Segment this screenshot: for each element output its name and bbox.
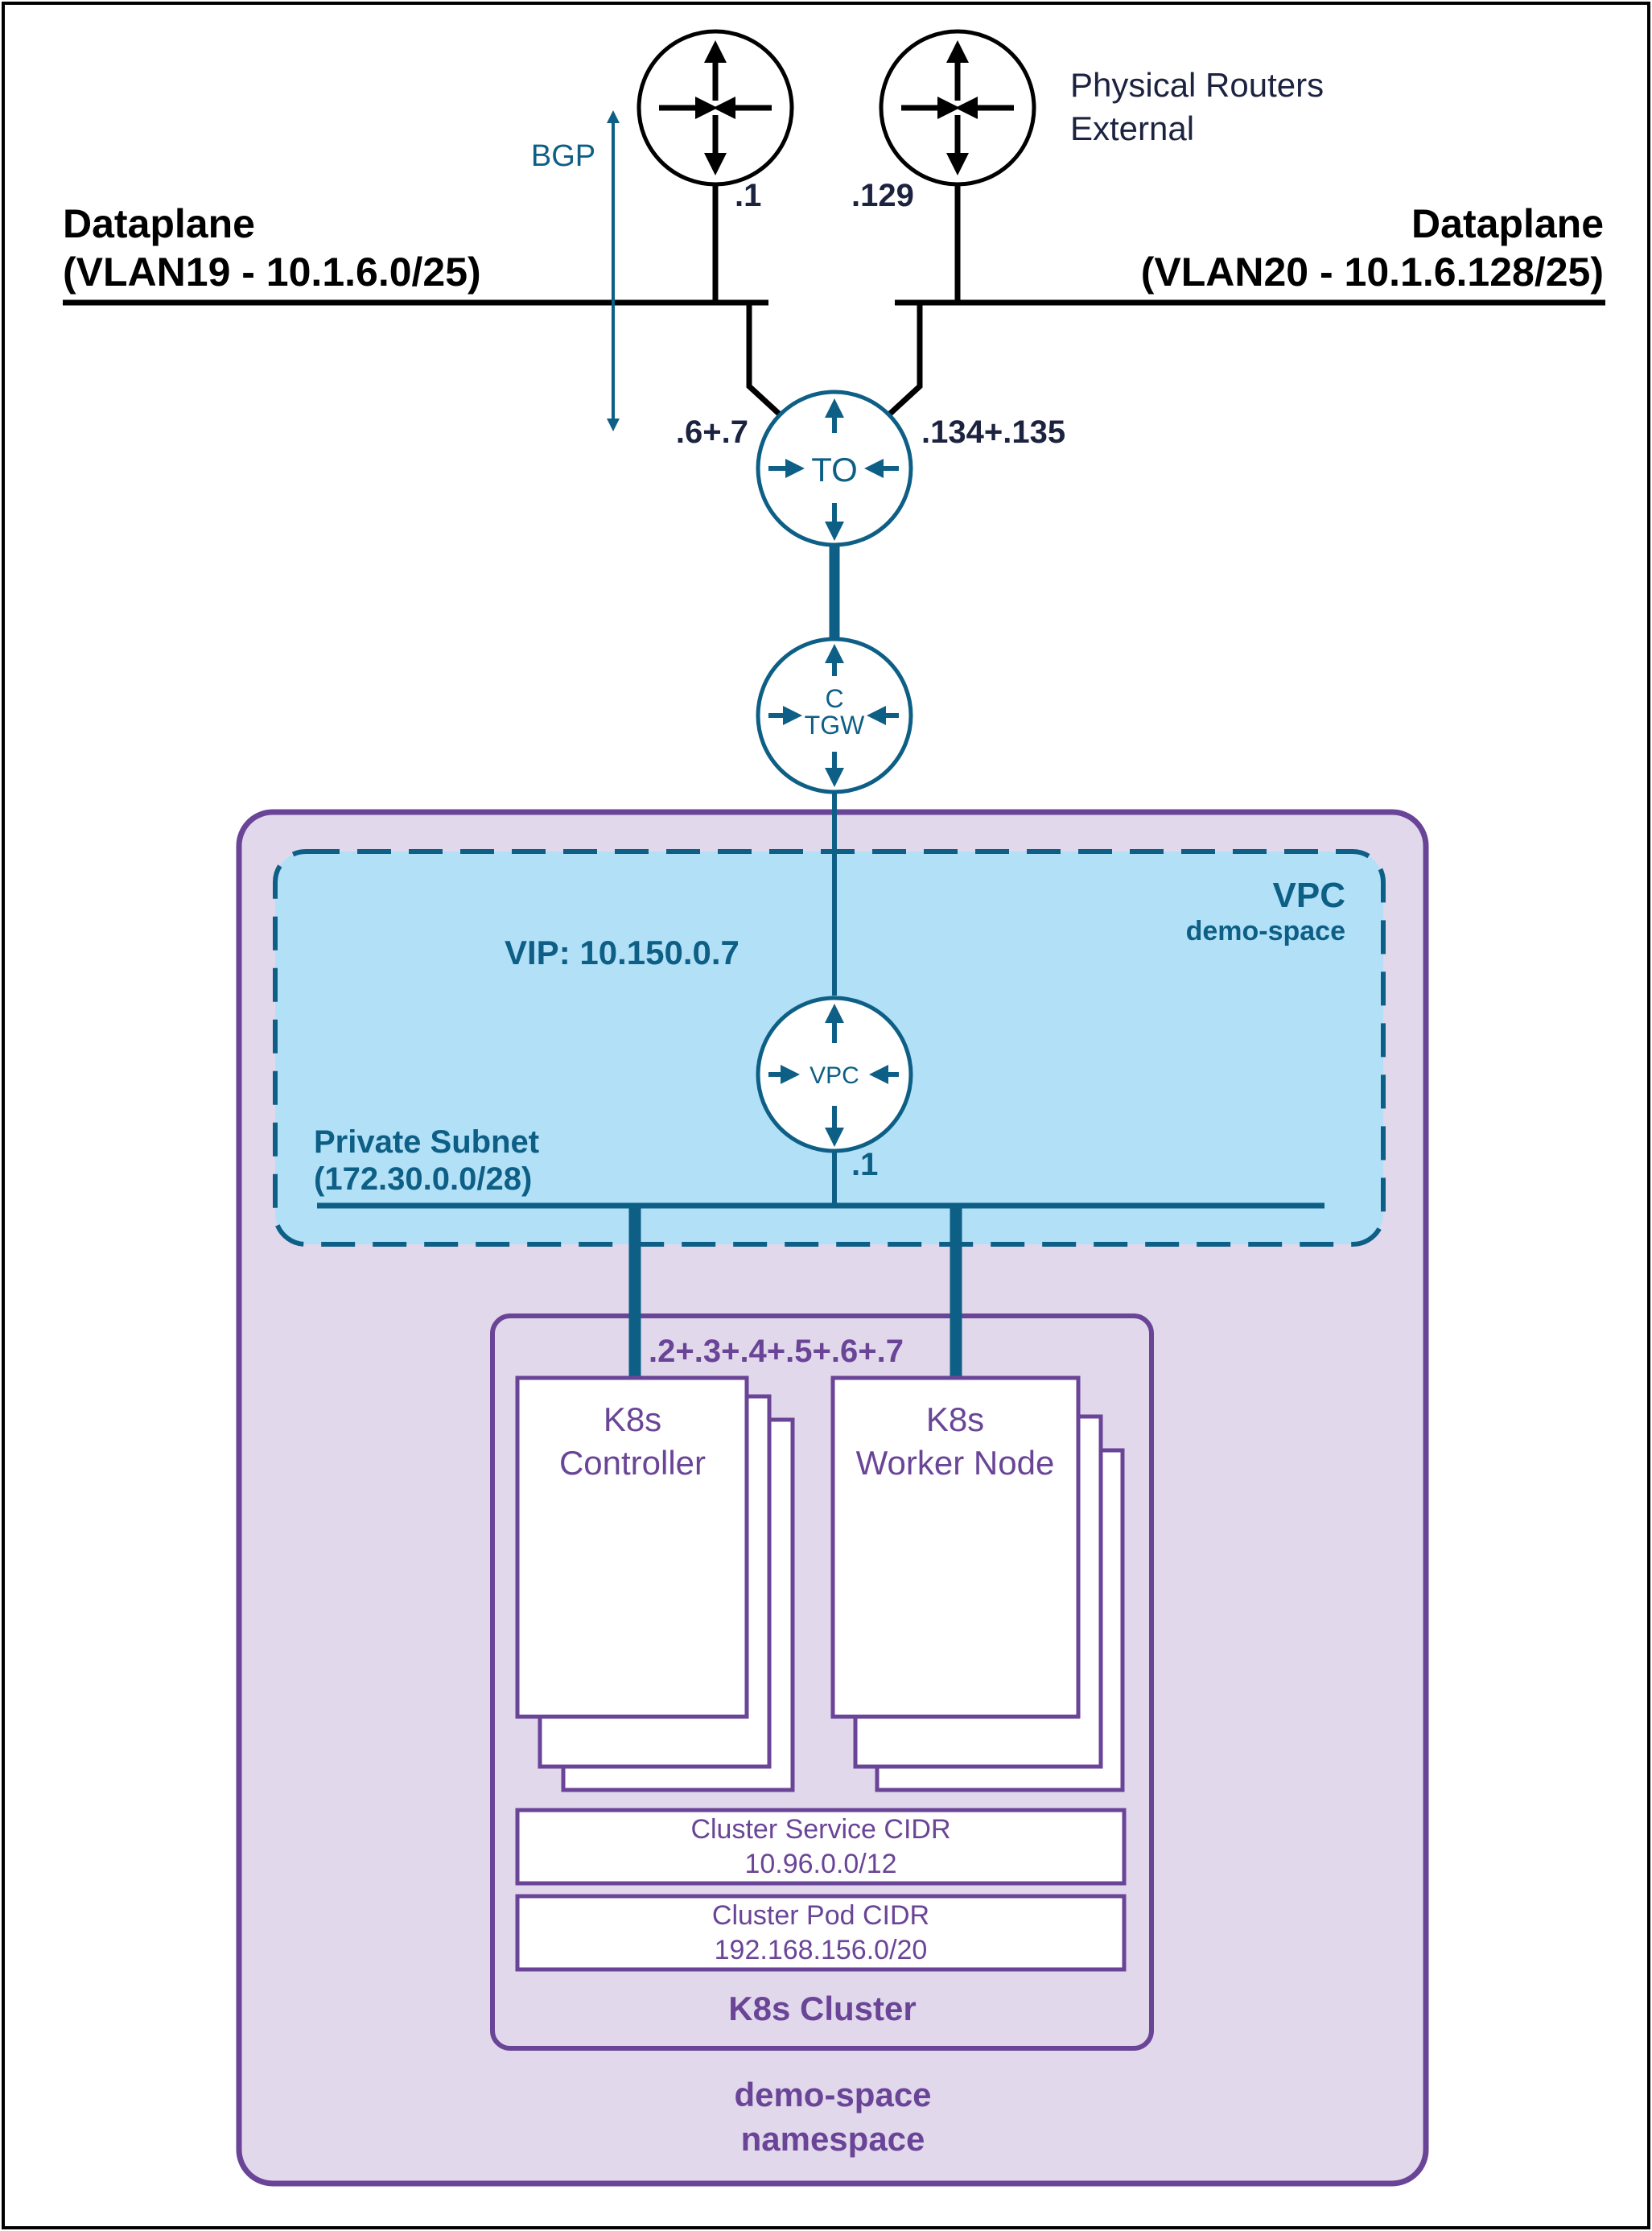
private-subnet-cidr: (172.30.0.0/28)	[314, 1161, 532, 1197]
service-cidr-value: 10.96.0.0/12	[744, 1849, 896, 1879]
router2-ip-label: .129	[851, 178, 914, 213]
vpc-subtitle: demo-space	[1186, 916, 1345, 946]
physical-routers-label-line2: External	[1070, 109, 1194, 147]
t0-right-ips: .134+.135	[921, 414, 1065, 450]
controller-label-line2: Controller	[559, 1444, 706, 1482]
pod-cidr-value: 192.168.156.0/20	[715, 1935, 928, 1965]
k8s-cluster-title: K8s Cluster	[728, 1990, 916, 2027]
router1-ip-label: .1	[735, 178, 761, 213]
node-ips-label: .2+.3+.4+.5+.6+.7	[649, 1334, 904, 1369]
vpc-router-label: VPC	[810, 1062, 859, 1089]
vpc-vip: VIP: 10.150.0.7	[505, 934, 739, 971]
vpc-title: VPC	[1273, 876, 1345, 915]
k8s-worker-stack	[830, 1375, 1125, 1792]
t0-router-label: TO	[811, 451, 858, 489]
bgp-label: BGP	[531, 139, 595, 173]
vpc-router-icon	[756, 996, 913, 1153]
private-subnet-title: Private Subnet	[314, 1124, 539, 1160]
tgw-router-label-line2: TGW	[805, 711, 865, 740]
pod-cidr-label: Cluster Pod CIDR	[712, 1900, 929, 1931]
controller-label-line1: K8s	[604, 1400, 661, 1438]
dataplane-left-title: Dataplane	[63, 201, 255, 246]
tgw-router-label-line1: C	[825, 684, 843, 713]
service-cidr-box	[515, 1808, 1127, 1886]
namespace-label-line2: namespace	[741, 2120, 925, 2158]
dataplane-right-subtitle: (VLAN20 - 10.1.6.128/25)	[1141, 249, 1604, 295]
t0-left-uplink	[746, 303, 781, 416]
t0-left-ips: .6+.7	[676, 414, 748, 450]
t0-router-icon	[756, 390, 913, 547]
namespace-label-line1: demo-space	[734, 2076, 931, 2113]
tgw-router-icon	[756, 637, 913, 794]
vpc-router-ip: .1	[851, 1147, 878, 1182]
t0-right-uplink	[888, 303, 923, 416]
physical-routers-label-line1: Physical Routers	[1070, 66, 1324, 104]
dataplane-left-subtitle: (VLAN19 - 10.1.6.0/25)	[63, 249, 481, 295]
service-cidr-label: Cluster Service CIDR	[690, 1814, 950, 1845]
worker-label-line1: K8s	[926, 1400, 984, 1438]
physical-router-1-icon	[636, 29, 794, 187]
k8s-controller-stack	[515, 1375, 795, 1792]
worker-label-line2: Worker Node	[856, 1444, 1055, 1482]
pod-cidr-box	[515, 1894, 1127, 1972]
physical-router-2-icon	[879, 29, 1036, 187]
dataplane-right-title: Dataplane	[1411, 201, 1604, 246]
